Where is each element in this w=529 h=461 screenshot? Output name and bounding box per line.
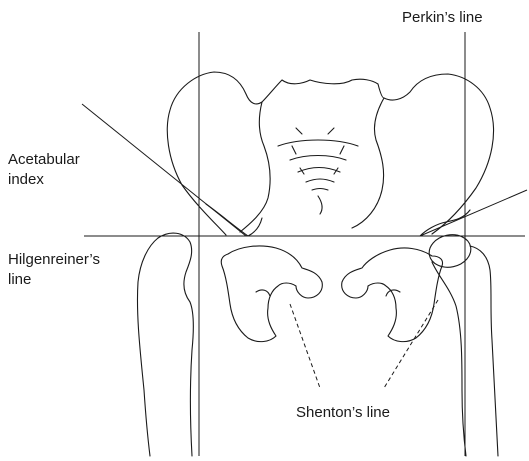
right-ischium [342, 248, 443, 342]
acetabular-index-label: Acetabular index [8, 150, 80, 190]
left-ischium [221, 246, 322, 342]
shentons-line-right [384, 300, 438, 388]
acetabular-index-line-right [420, 190, 527, 236]
right-femur-medial [432, 262, 466, 456]
right-femur-lateral [470, 246, 498, 456]
shentons-line-label: Shenton’s line [296, 403, 390, 423]
shentons-line-left [290, 304, 320, 388]
perkins-line-label: Perkin’s line [402, 8, 483, 28]
sacral-segments [278, 140, 358, 214]
left-femur-medial [137, 238, 158, 456]
left-obturator [256, 290, 270, 296]
hilgenreiners-line-label: Hilgenreiner’s line [8, 250, 100, 290]
right-iliac-wing [384, 74, 494, 234]
left-femur-lateral [158, 233, 193, 456]
